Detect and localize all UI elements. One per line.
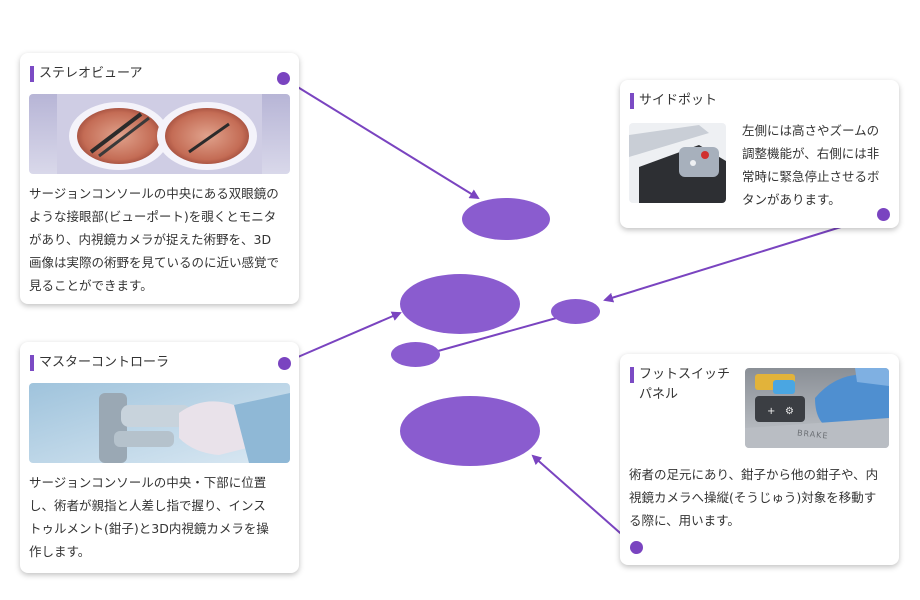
side-pocket-highlight-right[interactable] [551,299,600,324]
side-pocket-highlight-left[interactable] [391,342,440,367]
foot-switch-photo: + ⚙ BRAKE [745,368,889,448]
svg-text:+: + [767,406,775,417]
side-pocket-photo [629,123,726,203]
connector-side-pocket [603,213,884,303]
master-controller-card: マスターコントローラ サージョンコンソールの中央・下部に位置 し、術者が親指と人… [20,342,299,573]
foot-switch-description: 術者の足元にあり、鉗子から他の鉗子や、内 視鏡カメラへ操縦(そうじゅう)対象を移… [629,467,879,528]
stereo-viewer-anchor-dot[interactable] [277,72,290,85]
side-pocket-description: 左側には高さやズームの 調整機能が、右側には非 常時に緊急停止させるボ タンがあ… [742,123,880,207]
side-pocket-title: サイドポット [630,91,717,111]
master-controller-anchor-dot[interactable] [278,357,291,370]
master-controller-title: マスターコントローラ [30,353,169,373]
stereo-viewer-photo [29,94,290,174]
side-pocket-card: サイドポット 左側には高さやズームの 調整機能が、右側には非 常時に緊急停止させ… [620,80,899,228]
stereo-viewer-title: ステレオビューア [30,64,142,84]
connector-side-pocket-inner [437,316,561,352]
svg-text:⚙: ⚙ [785,406,794,417]
master-controller-highlight[interactable] [400,274,520,334]
stereo-viewer-highlight[interactable] [462,198,550,240]
connector-foot-switch [531,454,637,548]
master-controller-description: サージョンコンソールの中央・下部に位置 し、術者が親指と人差し指で握り、インス … [29,475,269,559]
side-pocket-anchor-dot[interactable] [877,208,890,221]
foot-switch-highlight[interactable] [400,396,540,466]
master-controller-photo [29,383,290,463]
stereo-viewer-description: サージョンコンソールの中央にある双眼鏡の ような接眼部(ビューポート)を覗くとモ… [29,186,280,293]
connector-stereo-viewer [282,77,480,200]
foot-switch-title: フットスイッチ パネル [630,365,730,405]
foot-switch-anchor-dot[interactable] [630,541,643,554]
foot-switch-card: フットスイッチ パネル + ⚙ BRAKE [620,354,899,565]
connector-master-controller [283,311,402,364]
stereo-viewer-card: ステレオビューア [20,53,299,304]
